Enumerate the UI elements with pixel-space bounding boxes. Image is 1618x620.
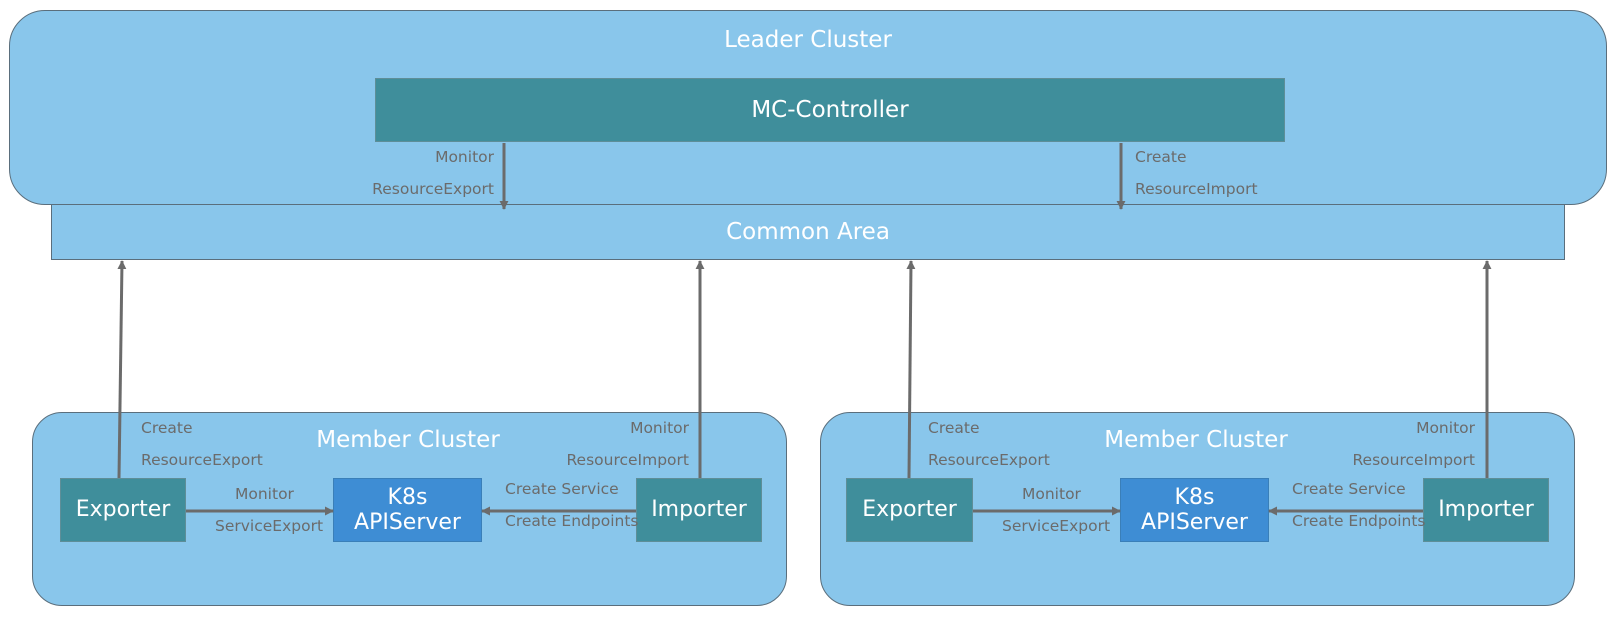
importer-box-1: Importer (636, 478, 762, 542)
create-endpoints-label-1: Create Endpoints (505, 512, 639, 530)
monitor-serviceexport-label-1a: Monitor (235, 485, 294, 503)
common-area-title: Common Area (726, 219, 890, 245)
create-service-label-1: Create Service (505, 480, 619, 498)
create-resourceexport-label-1a: Create (141, 419, 193, 437)
create-resourceimport-label-line1: Create (1135, 148, 1187, 166)
monitor-serviceexport-label-2a: Monitor (1022, 485, 1081, 503)
monitor-serviceexport-label-1b: ServiceExport (215, 517, 324, 535)
create-resourceexport-label-2a: Create (928, 419, 980, 437)
create-endpoints-label-2: Create Endpoints (1292, 512, 1426, 530)
leader-cluster-title: Leader Cluster (724, 27, 892, 53)
arrow-exporter2-to-common (906, 260, 916, 479)
monitor-resourceimport-label-2a: Monitor (1416, 419, 1475, 437)
apiserver-label: APIServer (354, 510, 461, 535)
apiserver-label: APIServer (1141, 510, 1248, 535)
k8s-apiserver-box-2: K8s APIServer (1120, 478, 1269, 542)
member-cluster-1-title: Member Cluster (316, 427, 500, 453)
monitor-resourceimport-label-2b: ResourceImport (1352, 451, 1475, 469)
create-resourceexport-label-1b: ResourceExport (141, 451, 263, 469)
exporter-box-1: Exporter (60, 478, 186, 542)
member-cluster-2-title: Member Cluster (1104, 427, 1288, 453)
mc-controller-box: MC-Controller (375, 78, 1285, 142)
exporter-box-2: Exporter (846, 478, 973, 542)
k8s-apiserver-box-1: K8s APIServer (333, 478, 482, 542)
create-resourceimport-label-line2: ResourceImport (1135, 180, 1258, 198)
create-service-label-2: Create Service (1292, 480, 1406, 498)
create-resourceexport-label-2b: ResourceExport (928, 451, 1050, 469)
monitor-resourceimport-label-1b: ResourceImport (566, 451, 689, 469)
arrow-exporter1-to-common (117, 260, 127, 479)
monitor-serviceexport-label-2b: ServiceExport (1002, 517, 1111, 535)
monitor-resourceexport-label-line2: ResourceExport (372, 180, 494, 198)
k8s-label: K8s (387, 484, 428, 510)
k8s-label: K8s (1174, 484, 1215, 510)
importer-box-2: Importer (1423, 478, 1549, 542)
common-area (51, 205, 1565, 260)
monitor-resourceimport-label-1a: Monitor (630, 419, 689, 437)
monitor-resourceexport-label-line1: Monitor (435, 148, 494, 166)
